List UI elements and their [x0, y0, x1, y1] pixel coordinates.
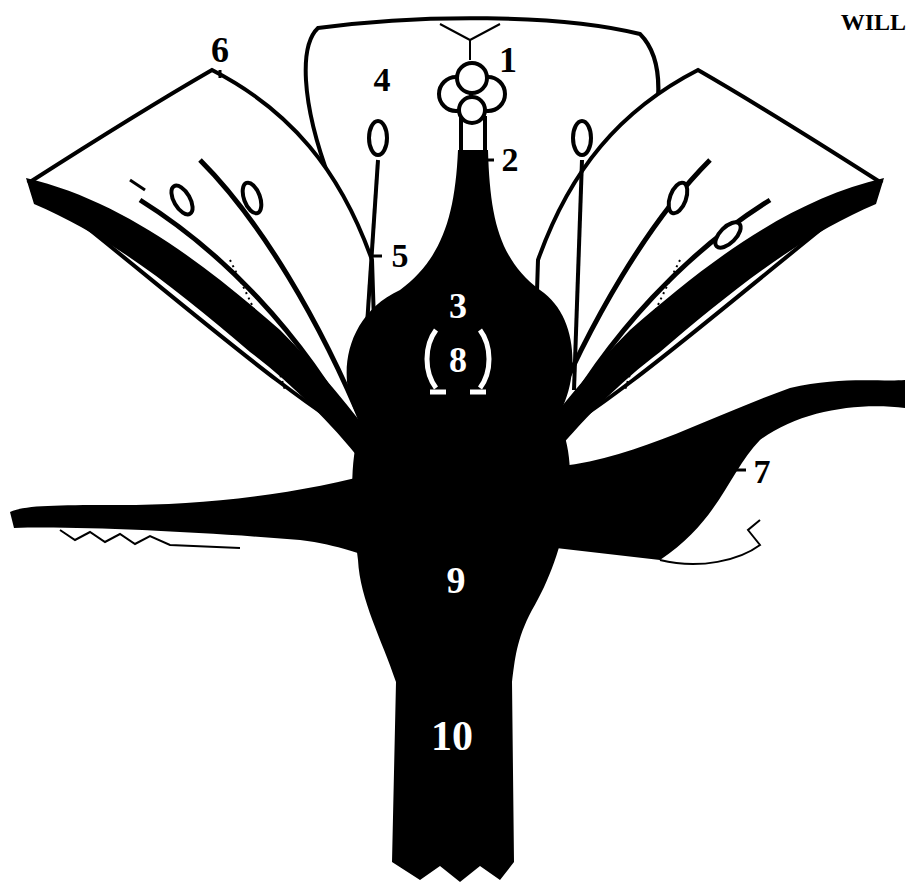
- callout-number: 10: [431, 715, 473, 757]
- callout-number: 7: [754, 455, 771, 489]
- callout-number: 8: [449, 342, 467, 378]
- callout-number: 2: [502, 143, 519, 177]
- cut-heading: WILL: [841, 10, 906, 34]
- callout-number: 9: [447, 561, 466, 599]
- callout-number: 6: [211, 32, 229, 68]
- callout-number: 4: [374, 63, 391, 97]
- callout-number: 3: [449, 288, 467, 324]
- callout-number: 5: [392, 239, 409, 273]
- callout-number: 1: [499, 42, 517, 78]
